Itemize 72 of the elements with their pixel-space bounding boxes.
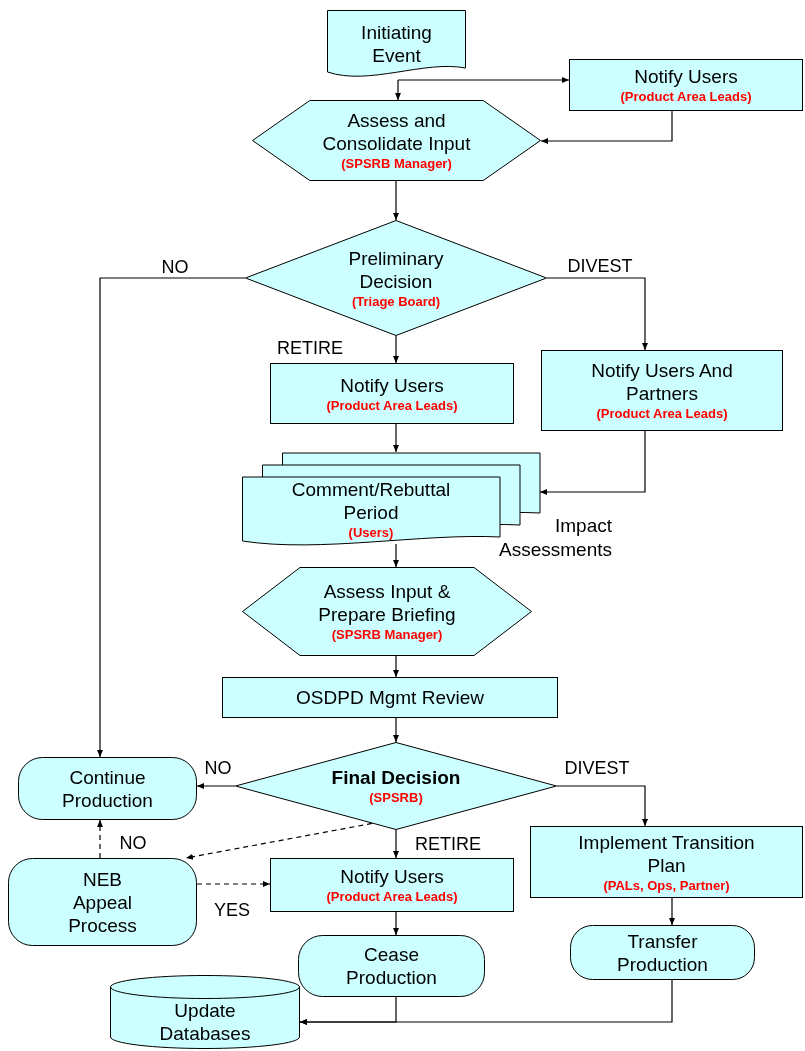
arrow xyxy=(196,881,271,887)
decision-diamond xyxy=(235,742,557,830)
node-title: Implement Transition Plan xyxy=(577,830,756,877)
node-title: Notify Users xyxy=(339,865,445,888)
arrow xyxy=(393,543,399,568)
process-box xyxy=(541,350,783,431)
arrow xyxy=(393,655,399,678)
edge-label: YES xyxy=(212,901,252,919)
arrow xyxy=(393,180,399,221)
arrow xyxy=(393,423,399,453)
arrow xyxy=(539,430,646,495)
role-label: (Users) xyxy=(348,523,394,541)
node-title: Preliminary Decision xyxy=(347,246,445,293)
role-label: (SPSRB Manager) xyxy=(331,626,443,643)
node-title: Notify Users xyxy=(339,373,445,397)
edge-label: RETIRE xyxy=(275,339,345,357)
role-label: (Product Area Leads) xyxy=(620,88,752,105)
process-box xyxy=(530,826,803,898)
edge-label: DIVEST xyxy=(565,257,635,275)
arrow xyxy=(97,819,103,859)
arrow xyxy=(397,77,570,83)
process-box xyxy=(270,858,514,912)
node-title: OSDPD Mgmt Review xyxy=(295,686,485,709)
node-title: NEB Appeal Process xyxy=(67,867,138,937)
arrow xyxy=(393,335,399,364)
node-title: Notify Users xyxy=(633,65,739,88)
arrow xyxy=(185,822,373,860)
role-label: (Triage Board) xyxy=(351,292,441,310)
arrow xyxy=(393,911,399,936)
process-box xyxy=(569,59,803,111)
role-label: (SPSRB) xyxy=(369,789,423,806)
edge-label: NO xyxy=(202,759,234,777)
node-title: Notify Users And Partners xyxy=(590,359,734,405)
database-cylinder xyxy=(110,975,300,1049)
arrow xyxy=(546,277,648,351)
role-label: (Product Area Leads) xyxy=(596,405,728,422)
process-box xyxy=(270,363,514,424)
arrow xyxy=(556,785,648,827)
arrow xyxy=(393,717,399,743)
arrow xyxy=(97,277,246,758)
node-title: Update Databases xyxy=(158,999,252,1045)
terminator-shape xyxy=(570,925,755,980)
node-title: Cease Production xyxy=(345,943,438,989)
arrow xyxy=(395,79,401,101)
arrow xyxy=(196,783,236,789)
node-title: Assess and Consolidate Input xyxy=(321,109,472,155)
arrow xyxy=(393,829,399,859)
arrow xyxy=(669,897,675,926)
node-title: Comment/Rebuttal Period xyxy=(290,477,452,524)
arrow xyxy=(299,979,673,1025)
preparation-hexagon xyxy=(242,567,532,656)
node-title: Continue Production xyxy=(61,765,154,812)
decision-diamond xyxy=(245,220,547,336)
terminator-shape xyxy=(298,935,485,997)
node-title: Final Decision xyxy=(330,766,462,789)
node-title: Initiating Event xyxy=(360,21,433,67)
terminator-shape xyxy=(18,757,197,820)
role-label: (Product Area Leads) xyxy=(326,396,458,414)
role-label: (PALs, Ops, Partner) xyxy=(603,876,730,894)
edge-label: NO xyxy=(117,834,149,852)
edge-label: RETIRE xyxy=(413,835,483,853)
node-title: Assess Input & Prepare Briefing xyxy=(317,580,457,626)
note-text: Impact Assessments xyxy=(498,514,612,562)
terminator-shape xyxy=(8,858,197,946)
node-title: Transfer Production xyxy=(616,929,709,976)
preparation-hexagon xyxy=(252,100,541,181)
role-label: (Product Area Leads) xyxy=(326,888,458,905)
role-label: (SPSRB Manager) xyxy=(341,155,452,172)
process-box xyxy=(222,677,558,718)
edge-label: DIVEST xyxy=(562,759,632,777)
arrow xyxy=(540,110,673,144)
edge-label: NO xyxy=(159,258,191,276)
